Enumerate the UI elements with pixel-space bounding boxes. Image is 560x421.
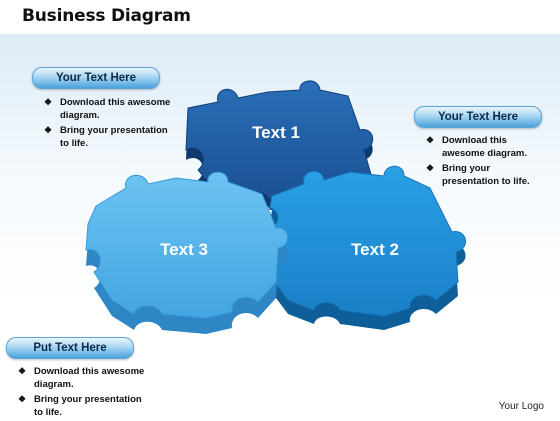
puzzle-piece-2-label: Text 2 [351,240,399,259]
list-item: ❖Download this awesome diagram. [18,366,145,390]
puzzle-piece-3-label: Text 3 [160,240,208,259]
page-title: Business Diagram [22,6,191,26]
diamond-bullet-icon: ❖ [426,135,435,145]
callout-top-left-bullets: ❖Download this awesome diagram. ❖Bring y… [42,96,172,152]
list-item: ❖Bring your presentation to life. [18,394,142,418]
callout-right-bullets: ❖Download this awesome diagram. ❖Bring y… [424,134,544,190]
puzzle-piece-1-label: Text 1 [252,123,300,142]
list-item: ❖Bring your presentation to life. [44,125,168,149]
logo-text: Your Logo [498,401,544,412]
callout-top-left-heading: Your Text Here [32,67,160,89]
diamond-bullet-icon: ❖ [18,394,27,404]
diamond-bullet-icon: ❖ [44,125,53,135]
diamond-bullet-icon: ❖ [44,97,53,107]
puzzle-piece-2: Text 2 [261,165,466,330]
callout-right-heading: Your Text Here [414,106,542,128]
callout-bottom-left-bullets: ❖Download this awesome diagram. ❖Bring y… [16,365,146,421]
callout-bottom-left-heading: Put Text Here [6,337,134,359]
list-item: ❖Download this awesome diagram. [44,97,171,121]
puzzle-piece-3: Text 3 [85,171,288,334]
diamond-bullet-icon: ❖ [18,366,27,376]
list-item: ❖Bring your presentation to life. [426,163,530,187]
diamond-bullet-icon: ❖ [426,163,435,173]
list-item: ❖Download this awesome diagram. [426,135,528,159]
